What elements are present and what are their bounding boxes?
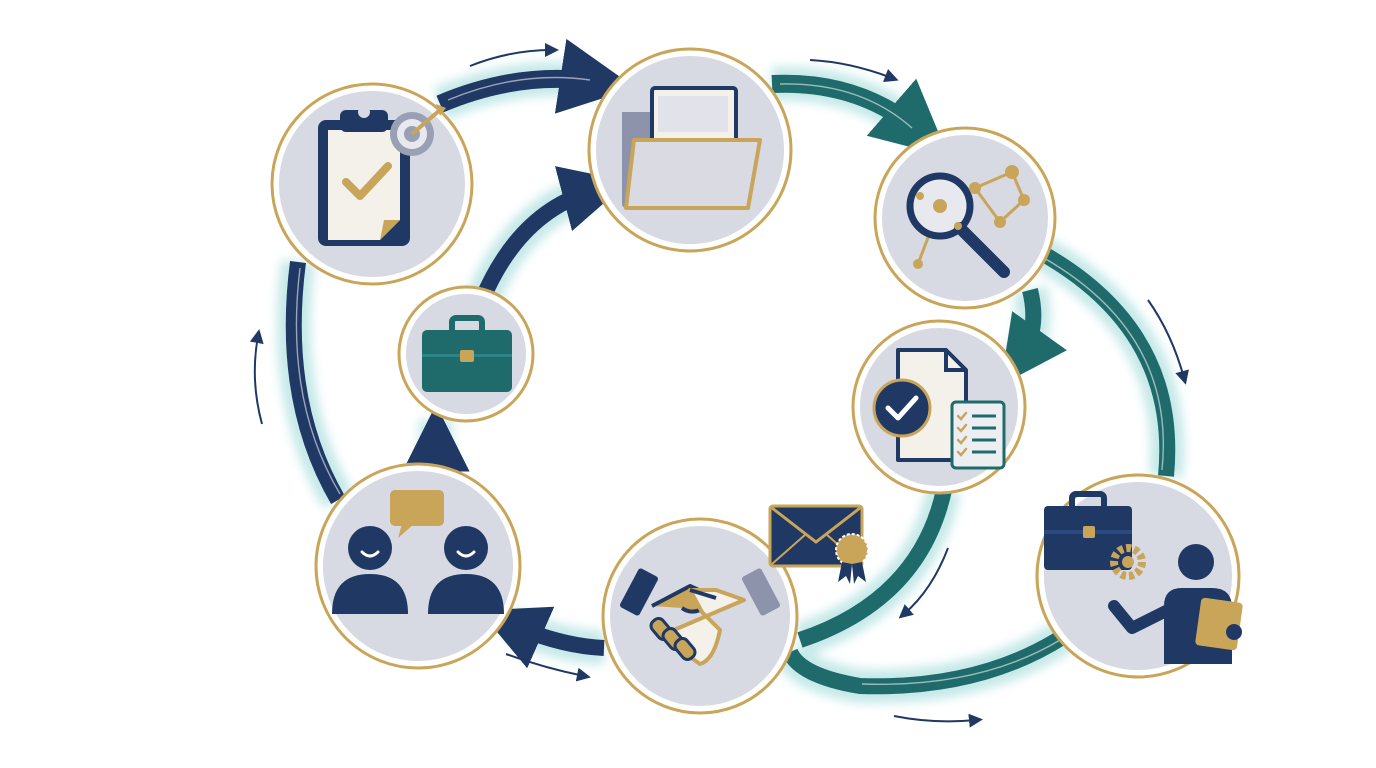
magnifier-network-icon — [906, 165, 1030, 278]
document-checklist-icon — [872, 348, 1006, 470]
direction-arrow — [469, 43, 559, 67]
direction-arrow — [249, 329, 264, 425]
node-agreement — [601, 517, 799, 715]
node-research — [873, 126, 1057, 310]
flow-arrow-n6-n7 — [479, 606, 605, 669]
direction-arrow — [1147, 299, 1189, 385]
direction-arrow — [898, 547, 949, 619]
flow-arrow-n8-n2 — [474, 166, 629, 304]
briefcase-icon — [422, 315, 512, 392]
envelope-seal-icon — [768, 504, 869, 584]
node-review — [851, 319, 1027, 495]
flow-connectors — [276, 38, 1185, 704]
node-documentation — [587, 47, 793, 253]
direction-arrow — [809, 59, 899, 83]
direction-arrow — [893, 713, 983, 728]
direction-arrow — [505, 653, 591, 682]
two-people-chat-icon — [332, 490, 504, 614]
direction-hints — [249, 43, 1189, 728]
handshake-icon — [620, 568, 780, 666]
flow-arrow-n4-n6 — [797, 488, 952, 648]
flow-arrow-n1-n2 — [436, 38, 636, 114]
node-planning — [270, 82, 474, 286]
node-interview — [314, 462, 522, 670]
flow-arrow-n3-n5 — [1036, 245, 1176, 477]
clipboard-target-icon — [318, 104, 446, 246]
node-role — [397, 285, 535, 423]
employee-briefcase-gear-icon — [1044, 491, 1243, 664]
node-onboarding — [1035, 473, 1243, 679]
folder-document-icon — [622, 86, 762, 210]
flow-arrow-n7-n1 — [285, 260, 345, 505]
flow-arrow-n3-n4 — [1000, 288, 1067, 386]
